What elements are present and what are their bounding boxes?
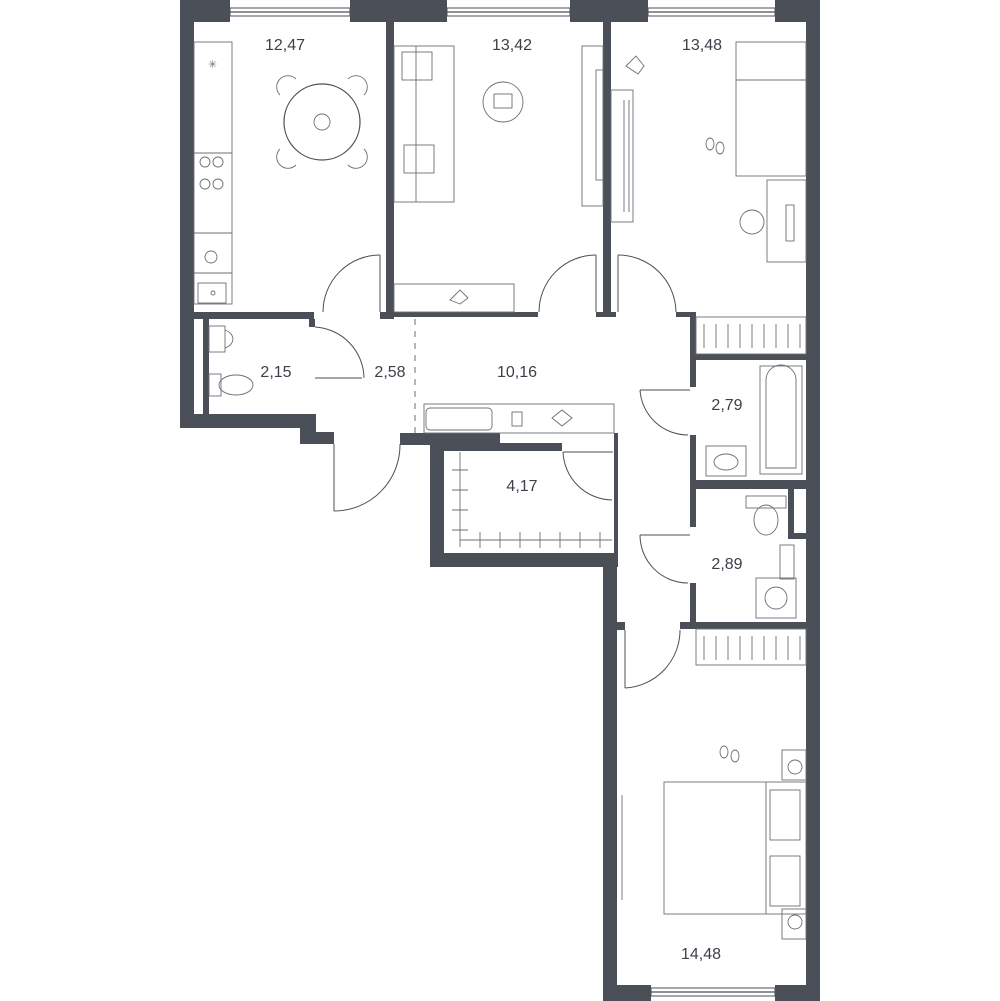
walls xyxy=(180,0,820,1001)
hall-furniture xyxy=(423,403,615,434)
svg-text:✳: ✳ xyxy=(208,58,217,71)
area-kitchen: 12,47 xyxy=(265,37,305,54)
area-bedroom-1: 13,48 xyxy=(682,37,722,54)
area-bedroom-2: 14,48 xyxy=(681,946,721,963)
area-entrance: 2,58 xyxy=(374,364,405,381)
area-labels: 12,47 13,42 13,48 2,15 2,58 10,16 2,79 4… xyxy=(260,37,742,963)
area-hall: 10,16 xyxy=(497,364,537,381)
kitchen-furniture: ✳ xyxy=(193,41,368,305)
wardrobe-racks xyxy=(452,316,807,666)
bedroom2-furniture xyxy=(621,745,807,940)
area-wc: 2,15 xyxy=(260,364,291,381)
bathroom-fixtures xyxy=(208,325,803,619)
area-living: 13,42 xyxy=(492,37,532,54)
windows xyxy=(229,7,776,997)
area-wardrobe: 4,17 xyxy=(506,478,537,495)
bedroom1-furniture xyxy=(610,41,807,263)
area-bath-2: 2,89 xyxy=(711,556,742,573)
living-furniture xyxy=(393,45,604,313)
doors xyxy=(314,254,690,689)
area-bath-1: 2,79 xyxy=(711,397,742,414)
